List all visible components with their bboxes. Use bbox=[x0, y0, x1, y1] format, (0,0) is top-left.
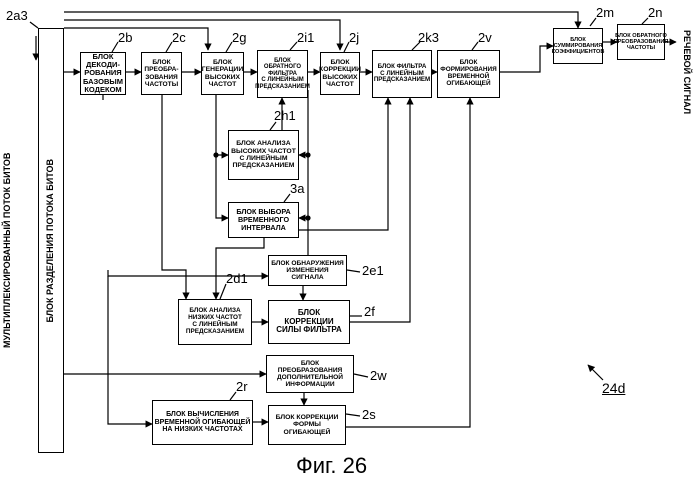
figure-caption: Фиг. 26 bbox=[296, 453, 367, 479]
block-3a: БЛОК ВЫБОРА ВРЕМЕННОГО ИНТЕРВАЛА bbox=[228, 202, 299, 238]
wire-split-2g bbox=[64, 28, 208, 50]
block-2c: БЛОК ПРЕОБРА- ЗОВАНИЯ ЧАСТОТЫ bbox=[141, 52, 182, 95]
ref-2g: 2g bbox=[232, 30, 246, 45]
figure-ref: 24d bbox=[602, 380, 625, 396]
block-2w: БЛОК ПРЕОБРАЗОВАНИЯ ДОПОЛНИТЕЛЬНОЙ ИНФОР… bbox=[266, 355, 354, 393]
block-2g: БЛОК ГЕНЕРАЦИИ ВЫСОКИХ ЧАСТОТ bbox=[201, 52, 244, 95]
block-2m: БЛОК СУММИРОВАНИЯ КОЭФФИЦИЕНТОВ bbox=[553, 28, 603, 64]
leader-2w bbox=[354, 374, 368, 377]
block-2h1: БЛОК АНАЛИЗА ВЫСОКИХ ЧАСТОТ С ЛИНЕЙНЫМ П… bbox=[228, 130, 299, 180]
block-bitstream-splitter-label: БЛОК РАЗДЕЛЕНИЯ ПОТОКА БИТОВ bbox=[46, 159, 56, 323]
wire-2f-2k3 bbox=[350, 98, 410, 322]
block-bitstream-splitter: БЛОК РАЗДЕЛЕНИЯ ПОТОКА БИТОВ bbox=[38, 28, 64, 453]
ref-2i1: 2i1 bbox=[297, 30, 314, 45]
leader-2i1 bbox=[290, 42, 297, 50]
ref-2f: 2f bbox=[364, 304, 375, 319]
wire-split-2r bbox=[108, 276, 152, 424]
input-signal-label: МУЛЬТИПЛЕКСИРОВАННЫЙ ПОТОК БИТОВ bbox=[2, 110, 14, 390]
leader-2h1 bbox=[270, 122, 276, 130]
ref-2w: 2w bbox=[370, 368, 387, 383]
ref-2d1: 2d1 bbox=[226, 271, 248, 286]
ref-2h1: 2h1 bbox=[274, 108, 296, 123]
wire-2i1-2h1 bbox=[299, 90, 308, 155]
ref-2e1: 2e1 bbox=[362, 263, 384, 278]
ref-2n: 2n bbox=[648, 5, 662, 20]
block-2v: БЛОК ФОРМИРОВАНИЯ ВРЕМЕННОЙ ОГИБАЮЩЕЙ bbox=[437, 50, 500, 98]
block-2r: БЛОК ВЫЧИСЛЕНИЯ ВРЕМЕННОЙ ОГИБАЮЩЕЙ НА Н… bbox=[152, 400, 253, 445]
wire-2g-2h1 bbox=[216, 95, 228, 155]
ref-2r: 2r bbox=[236, 379, 248, 394]
leader-2a3 bbox=[30, 22, 38, 28]
leader-2s bbox=[346, 414, 360, 416]
ref-2j: 2j bbox=[349, 30, 359, 45]
block-2i1: БЛОК ОБРАТНОГО ФИЛЬТРА С ЛИНЕЙНЫМ ПРЕДСК… bbox=[257, 50, 308, 98]
ref-2m: 2m bbox=[596, 5, 614, 20]
wire-3a-2k3 bbox=[299, 98, 388, 230]
block-2k3: БЛОК ФИЛЬТРА С ЛИНЕЙНЫМ ПРЕДСКАЗАНИЕМ bbox=[372, 50, 432, 98]
ref-2a3: 2a3 bbox=[6, 8, 28, 23]
ref-2v: 2v bbox=[478, 30, 492, 45]
leader-2e1 bbox=[347, 270, 360, 272]
block-2s: БЛОК КОРРЕКЦИИ ФОРМЫ ОГИБАЮЩЕЙ bbox=[268, 405, 346, 445]
block-2b: БЛОК ДЕКОДИ- РОВАНИЯ БАЗОВЫМ КОДЕКОМ bbox=[80, 52, 126, 95]
block-2j: БЛОК КОРРЕКЦИИ ВЫСОКИХ ЧАСТОТ bbox=[320, 52, 360, 95]
leader-2d1 bbox=[220, 284, 226, 299]
wire-node-3a bbox=[216, 155, 228, 218]
block-2e1: БЛОК ОБНАРУЖЕНИЯ ИЗМЕНЕНИЯ СИГНАЛА bbox=[268, 255, 347, 286]
ref-2c: 2c bbox=[172, 30, 186, 45]
ref-3a: 3a bbox=[290, 181, 304, 196]
block-2f: БЛОК КОРРЕКЦИИ СИЛЫ ФИЛЬТРА bbox=[268, 300, 350, 344]
ref-2b: 2b bbox=[118, 30, 132, 45]
block-2d1: БЛОК АНАЛИЗА НИЗКИХ ЧАСТОТ С ЛИНЕЙНЫМ ПР… bbox=[178, 299, 252, 345]
wire-2c-2d1 bbox=[162, 95, 186, 299]
wire-2v-2m bbox=[500, 46, 553, 72]
block-2n: БЛОК ОБРАТНОГО ПРЕОБРАЗОВАНИЯ ЧАСТОТЫ bbox=[617, 24, 665, 60]
leader-24d bbox=[588, 365, 603, 380]
ref-2k3: 2k3 bbox=[418, 30, 439, 45]
ref-2s: 2s bbox=[362, 407, 376, 422]
output-signal-label: РЕЧЕВОЙ СИГНАЛ bbox=[680, 30, 692, 130]
